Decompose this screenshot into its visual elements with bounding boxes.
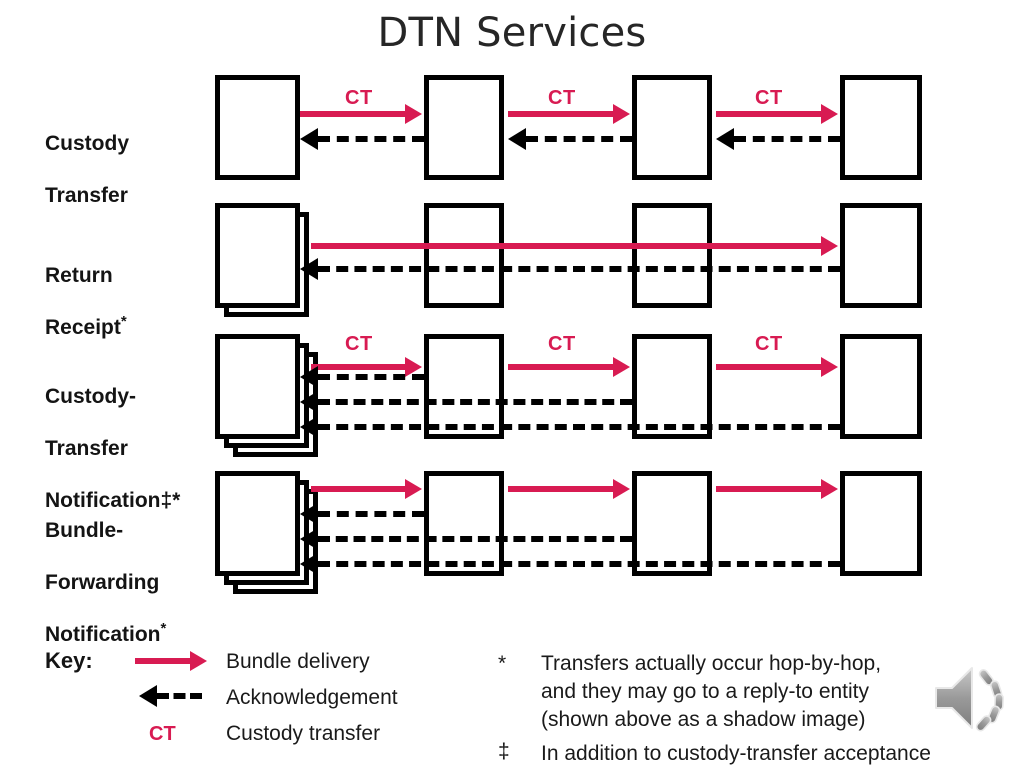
ack-line-r1-3 [734,136,840,142]
ack-arrow-head-r1-3 [716,128,734,150]
ack-arrow-head-r3-3 [300,416,318,438]
footnote-mark-doubledagger: ‡ [498,740,510,763]
node-box-r2-2 [424,203,504,308]
bundle-arrow-head-r1-2 [613,104,630,124]
node-box-r4-2 [424,471,504,576]
bundle-arrow-r3-1 [311,364,405,370]
node-box-r4-4 [840,471,922,576]
row-label-line-1: Bundle- [45,519,124,542]
row-label-footnote-mark: * [120,313,127,330]
row-label-line-2: Transfer [45,437,128,460]
node-box-r3-3 [632,334,712,439]
ct-label-r1-1: CT [345,87,373,109]
bundle-arrow-r4-3 [716,486,821,492]
row-label-line-2: Receipt [45,316,121,339]
ct-label-r3-1: CT [345,333,373,355]
ct-label-r3-2: CT [548,333,576,355]
node-box-r4-3 [632,471,712,576]
ack-line-r3-1 [318,374,424,380]
node-box-r2-3 [632,203,712,308]
ack-arrow-head-r4-2 [300,528,318,550]
ack-arrow-head-r1-2 [508,128,526,150]
ack-arrow-head-r4-3 [300,553,318,575]
key-bundle-delivery-arrow-head [190,651,207,671]
bundle-arrow-r3-3 [716,364,821,370]
ack-arrow-head-r2 [300,258,318,280]
ct-label-r1-3: CT [755,87,783,109]
footnote-mark-asterisk: * [498,652,507,675]
row-label-custody-transfer: Custody Transfer [45,105,129,209]
bundle-arrow-head-r4-3 [821,479,838,499]
bundle-arrow-r4-2 [508,486,613,492]
footnote-text-doubledagger: In addition to custody-transfer acceptan… [541,742,931,765]
ack-arrow-head-r3-2 [300,391,318,413]
key-label-acknowledgement: Acknowledgement [226,686,398,709]
ct-label-r1-2: CT [548,87,576,109]
ack-line-r3-3 [318,424,840,430]
footnote-text-asterisk: Transfers actually occur hop-by-hop, and… [541,652,882,731]
row-label-return-receipt: Return Receipt* [45,237,127,341]
bundle-arrow-head-r4-1 [405,479,422,499]
row-label-custody-transfer-notification: Custody- Transfer Notification‡* [45,358,180,514]
bundle-arrow-r1-2 [508,111,613,117]
node-box-r3-2 [424,334,504,439]
bundle-arrow-head-r2 [821,236,838,256]
row-label-bundle-forwarding-notification: Bundle- Forwarding Notification* [45,492,166,648]
ack-arrow-head-r4-1 [300,503,318,525]
bundle-arrow-head-r4-2 [613,479,630,499]
node-box-r1-2 [424,75,504,180]
row-label-line-2: Forwarding [45,571,160,594]
bundle-arrow-r1-1 [300,111,405,117]
key-label-bundle-delivery: Bundle delivery [226,650,370,673]
ack-line-r4-1 [318,511,424,517]
key-bundle-delivery-arrow [135,658,190,664]
key-acknowledgement-arrow-head [139,685,157,707]
bundle-arrow-r1-3 [716,111,821,117]
node-box-r1-3 [632,75,712,180]
page-title: DTN Services [377,10,647,56]
bundle-arrow-head-r3-1 [405,357,422,377]
key-ct-symbol: CT [149,723,176,745]
key-label-custody-transfer: Custody transfer [226,722,381,745]
ct-label-r3-3: CT [755,333,783,355]
bundle-arrow-r4-1 [311,486,405,492]
row-label-footnote-mark: ‡* [160,489,181,512]
ack-line-r3-2 [318,399,632,405]
row-label-line-3: Notification [45,489,161,512]
bundle-arrow-head-r1-1 [405,104,422,124]
node-box-r4-1 [215,471,300,576]
node-box-r2-1 [215,203,300,308]
ack-line-r1-2 [526,136,632,142]
ack-line-r4-2 [318,536,632,542]
row-label-line-1: Custody [45,132,129,155]
bundle-arrow-r2 [311,243,821,249]
key-title: Key: [45,648,93,673]
ack-line-r1-1 [318,136,424,142]
row-label-footnote-mark: * [160,620,167,637]
node-box-r1-4 [840,75,922,180]
bundle-arrow-head-r3-2 [613,357,630,377]
bundle-arrow-head-r3-3 [821,357,838,377]
bundle-arrow-head-r1-3 [821,104,838,124]
row-label-line-2: Transfer [45,184,128,207]
row-label-line-3: Notification [45,623,161,646]
ack-line-r2 [318,266,840,272]
key-acknowledgement-line [157,693,202,699]
node-box-r2-4 [840,203,922,308]
ack-arrow-head-r3-1 [300,366,318,388]
row-label-line-1: Custody- [45,385,136,408]
bundle-arrow-r3-2 [508,364,613,370]
ack-line-r4-3 [318,561,840,567]
row-label-line-1: Return [45,264,113,287]
node-box-r3-1 [215,334,300,439]
node-box-r1-1 [215,75,300,180]
node-box-r3-4 [840,334,922,439]
ack-arrow-head-r1-1 [300,128,318,150]
speaker-icon[interactable] [930,655,1016,741]
